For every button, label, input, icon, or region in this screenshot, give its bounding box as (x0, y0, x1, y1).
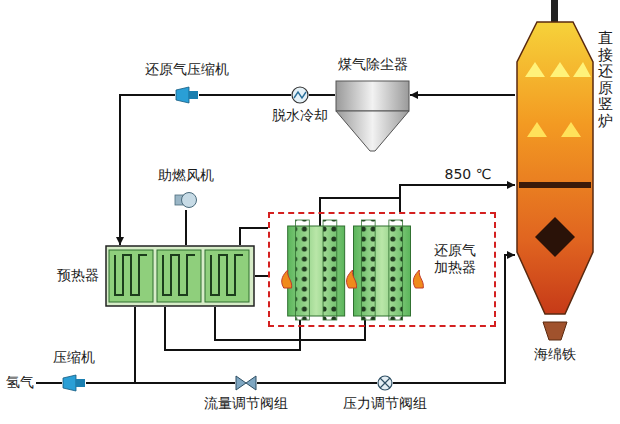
pressure-valve (377, 375, 393, 391)
node-label: 还原气压缩机 (145, 61, 229, 78)
furnace-outlet (543, 322, 567, 340)
valve: 压力调节阀组 (377, 375, 393, 391)
compressor: 压缩机 (62, 374, 86, 392)
node-label: 脱水冷却 (272, 107, 328, 124)
product-label: 海绵铁 (534, 346, 576, 363)
node-label: 压缩机 (53, 349, 95, 366)
inlet-label: 氢气 (6, 374, 34, 391)
pipe-connector (410, 94, 515, 96)
heater-region: 还原气加热器 (268, 212, 496, 327)
preheater-bottom-pipe (165, 307, 300, 350)
pipe-connector (400, 185, 515, 212)
node-label: 助燃风机 (158, 167, 214, 184)
pipe-connector (185, 210, 187, 245)
shaft-furnace (515, 22, 595, 322)
compressor-icon (62, 374, 86, 392)
node-label: 还原气加热器 (434, 242, 476, 276)
pipe-connector (86, 307, 135, 383)
node-label: 煤气除尘器 (338, 56, 408, 73)
temperature-label: 850 ℃ (443, 166, 494, 183)
compressor-icon (175, 86, 199, 104)
cooler: 脱水冷却 (291, 86, 309, 104)
preheater-air-pipe (240, 228, 268, 245)
pipe-connector (255, 275, 268, 277)
valve: 流量调节阀组 (235, 375, 257, 391)
node-label: 压力调节阀组 (343, 395, 427, 412)
node-label: 流量调节阀组 (204, 395, 288, 412)
hydrogen-inlet-pipe (36, 382, 62, 384)
pipe-connector (257, 382, 377, 384)
node-label: 直接还原竖炉 (598, 30, 613, 129)
furnace-rod (551, 0, 558, 22)
fan-icon (175, 190, 197, 210)
node-label: 预热器 (57, 267, 99, 284)
compressor: 还原气压缩机 (175, 86, 199, 104)
flow-valve (235, 375, 257, 391)
cooler-symbol (291, 86, 309, 104)
fan: 助燃风机 (175, 190, 197, 210)
pipe-connector (199, 94, 291, 96)
shaft-furnace: 直接还原竖炉 (515, 22, 595, 322)
preheater: 预热器 (105, 245, 255, 307)
dust-remover: 煤气除尘器 (335, 80, 410, 152)
preheater-box (105, 245, 255, 307)
pipe-connector (309, 94, 335, 96)
pipes (36, 198, 400, 383)
dust-remover (335, 80, 410, 152)
